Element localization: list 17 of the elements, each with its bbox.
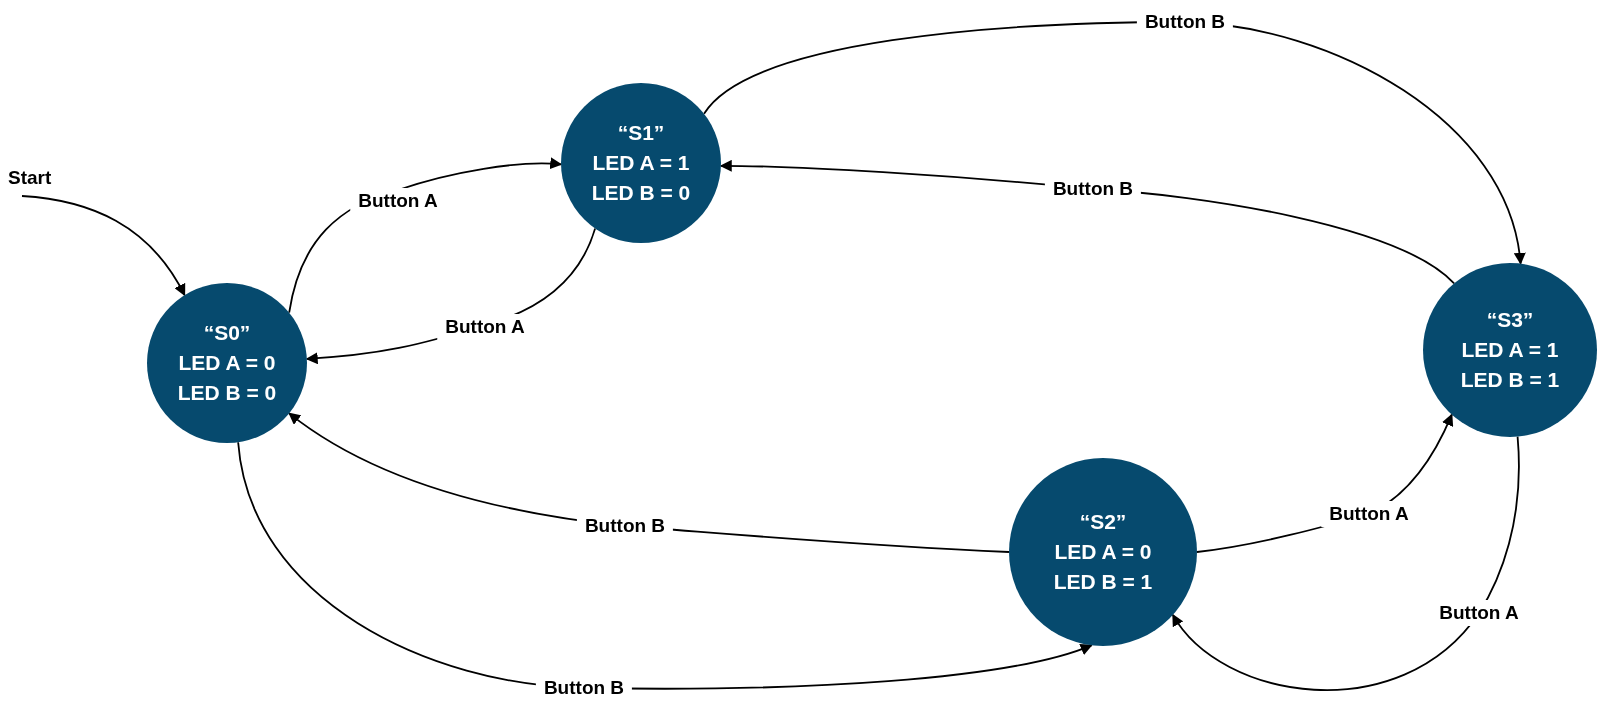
state-text: “S1” [617,120,665,146]
arrow [237,441,1093,690]
state-text: LED A = 1 [1461,337,1559,363]
arrow [703,21,1525,265]
start-label: Start [8,164,70,192]
state-text: LED A = 0 [1054,539,1152,565]
arrow [1171,435,1520,691]
state-text: LED B = 1 [1053,569,1153,595]
state-text: “S2” [1079,509,1127,535]
state-text: LED B = 0 [177,380,277,406]
state-text: LED B = 0 [591,180,691,206]
arrow [21,195,186,297]
state-text: LED A = 0 [178,350,276,376]
state-text: LED B = 1 [1460,367,1560,393]
state-text: LED A = 1 [592,150,690,176]
state-text: “S0” [203,320,251,346]
state-text: “S3” [1486,307,1534,333]
